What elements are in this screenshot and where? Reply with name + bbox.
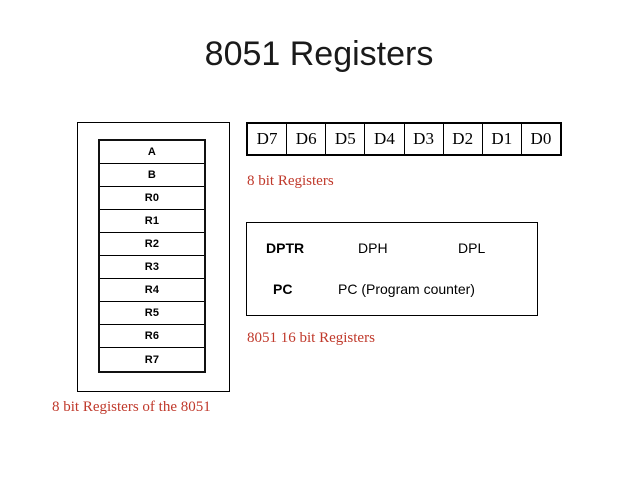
register-cell-r0: R0 — [100, 187, 204, 210]
bit-register-table: D7 D6 D5 D4 D3 D2 D1 D0 — [246, 122, 562, 156]
register-cell-r4: R4 — [100, 279, 204, 302]
bit-cell-d2: D2 — [444, 124, 483, 154]
pc-description-label: PC (Program counter) — [338, 281, 475, 297]
register-stack-caption: 8 bit Registers of the 8051 — [52, 399, 211, 415]
dptr-high-byte-label: DPH — [358, 240, 388, 256]
register-cell-r6: R6 — [100, 325, 204, 348]
bit-cell-d4: D4 — [365, 124, 405, 154]
pc-label: PC — [273, 281, 293, 297]
page-title: 8051 Registers — [204, 35, 434, 73]
wide-register-box: DPTR DPH DPL PC PC (Program counter) — [246, 222, 538, 316]
wide-register-row-dptr: DPTR DPH DPL — [247, 237, 537, 259]
bit-register-caption: 8 bit Registers — [247, 173, 334, 189]
register-stack-table: A B R0 R1 R2 R3 R4 R5 R6 R7 — [98, 139, 206, 373]
register-cell-r5: R5 — [100, 302, 204, 325]
bit-cell-d0: D0 — [530, 129, 552, 148]
bit-cell-d1: D1 — [483, 124, 522, 154]
wide-register-row-pc: PC PC (Program counter) — [247, 278, 537, 300]
dptr-label: DPTR — [266, 240, 305, 256]
register-cell-r2: R2 — [100, 233, 204, 256]
bit-cell-d5: D5 — [326, 124, 366, 154]
register-cell-r1: R1 — [100, 210, 204, 233]
bit-cell-d3: D3 — [405, 124, 444, 154]
bit-cell-d7: D7 — [248, 124, 288, 154]
register-cell-r7: R7 — [144, 353, 160, 366]
bit-cell-d6: D6 — [287, 124, 327, 154]
register-cell-r3: R3 — [100, 256, 204, 279]
register-cell-a: A — [100, 141, 204, 164]
wide-register-caption: 8051 16 bit Registers — [247, 330, 375, 346]
register-cell-b: B — [100, 164, 204, 187]
dptr-low-byte-label: DPL — [458, 240, 486, 256]
